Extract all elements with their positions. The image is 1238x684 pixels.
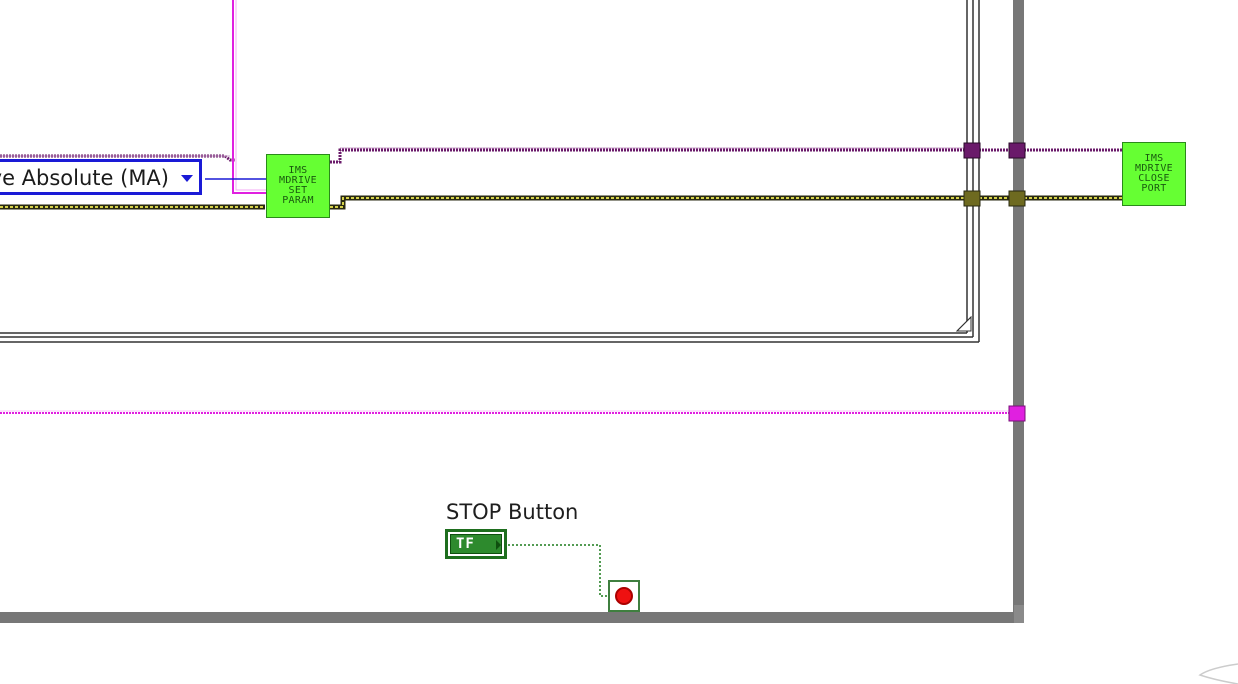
subvi-label-line: IMS [1144, 153, 1164, 164]
stop-if-true-icon [615, 587, 633, 605]
case-tunnel-error[interactable] [963, 190, 981, 207]
string-wire[interactable] [232, 0, 268, 194]
loop-tunnel-string[interactable] [1008, 405, 1026, 422]
subvi-label-line: PARAM [282, 195, 314, 206]
boolean-terminal-text: TF [456, 536, 475, 552]
subvi-label-line: PORT [1141, 183, 1167, 194]
subvi-ims-mdrive-close-port[interactable]: IMS MDRIVE CLOSE PORT [1122, 142, 1186, 206]
string-wire-lower[interactable] [0, 410, 1010, 414]
enum-ring-text: ve Absolute (MA) [0, 166, 169, 190]
stop-button-label[interactable]: STOP Button [446, 500, 579, 524]
dropdown-arrow-icon[interactable] [181, 175, 193, 182]
subvi-label-line: SET [288, 185, 308, 196]
stop-button-terminal[interactable]: TF [445, 529, 507, 559]
subvi-label-line: MDRIVE [279, 175, 317, 186]
loop-tunnel-error[interactable] [1008, 190, 1026, 207]
subvi-label-line: MDRIVE [1135, 163, 1173, 174]
enum-ring-constant[interactable]: ve Absolute (MA) [0, 159, 202, 195]
boolean-terminal-body: TF [450, 534, 502, 554]
subvi-ims-mdrive-set-param[interactable]: IMS MDRIVE SET PARAM [266, 154, 330, 218]
case-structure-frame[interactable] [0, 0, 980, 343]
while-loop-frame[interactable] [0, 0, 1024, 623]
case-tunnel-cluster[interactable] [963, 142, 981, 159]
output-arrow-icon [496, 540, 501, 550]
resize-corner-icon[interactable] [955, 315, 972, 332]
drag-handle-icon [1198, 663, 1238, 684]
loop-condition-terminal[interactable] [608, 580, 640, 612]
error-wire[interactable] [0, 195, 1122, 210]
boolean-wire[interactable] [508, 544, 608, 597]
subvi-label-line: CLOSE [1138, 173, 1170, 184]
cluster-wire[interactable] [0, 147, 1122, 164]
subvi-label-line: IMS [288, 165, 308, 176]
loop-tunnel-cluster[interactable] [1008, 142, 1026, 159]
